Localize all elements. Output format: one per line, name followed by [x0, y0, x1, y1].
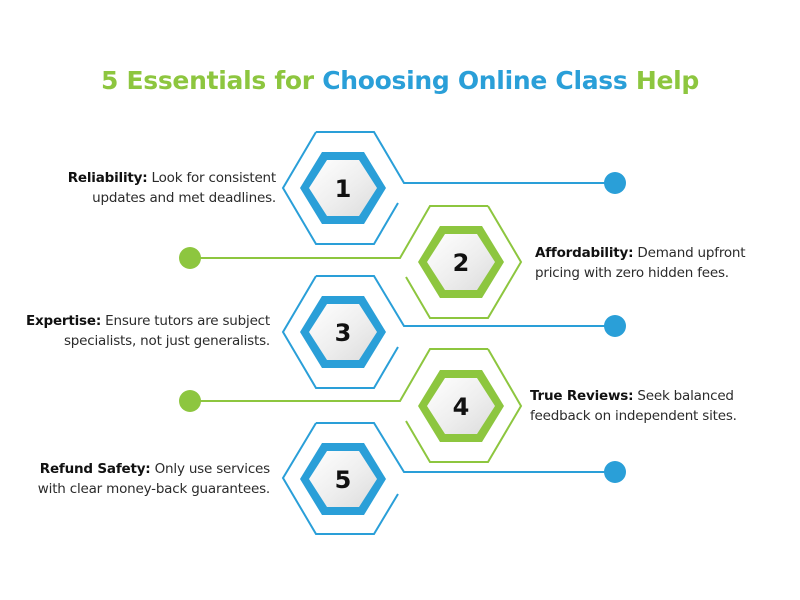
connector-dot-4: [179, 390, 201, 412]
item-5-label: Refund Safety:: [39, 461, 151, 477]
title-part-3: Help: [627, 66, 700, 95]
item-3-text-line2: specialists, not just generalists.: [63, 333, 270, 349]
hexagon-3: 3: [281, 275, 626, 389]
item-1-description: Reliability: Look for consistent updates…: [6, 168, 276, 208]
item-1-text-line1: Look for consistent: [147, 170, 277, 186]
number-3: 3: [335, 319, 352, 347]
item-4-text-line2: feedback on independent sites.: [530, 408, 737, 424]
connector-dot-3: [604, 315, 626, 337]
item-1-label: Reliability:: [67, 170, 148, 186]
hexagon-1: 1: [281, 131, 626, 245]
item-2-label: Affordability:: [535, 245, 634, 261]
item-2-text-line2: pricing with zero hidden fees.: [535, 265, 729, 281]
item-4-label: True Reviews:: [530, 388, 634, 404]
number-4: 4: [453, 393, 470, 421]
item-4-text-line1: Seek balanced: [633, 388, 734, 404]
connector-dot-5: [604, 461, 626, 483]
hexagon-4: 4: [179, 348, 523, 463]
item-1-text-line2: updates and met deadlines.: [92, 190, 276, 206]
hexagon-5: 5: [281, 422, 626, 535]
item-2-text-line1: Demand upfront: [633, 245, 746, 261]
page-title: 5 Essentials for Choosing Online Class H…: [0, 66, 800, 95]
item-2-description: Affordability: Demand upfront pricing wi…: [535, 243, 795, 283]
item-5-text-line1: Only use services: [150, 461, 271, 477]
number-1: 1: [335, 175, 352, 203]
item-3-label: Expertise:: [25, 313, 102, 329]
title-part-2: Choosing Online Class: [322, 66, 628, 95]
item-4-description: True Reviews: Seek balanced feedback on …: [530, 386, 795, 426]
connector-dot-1: [604, 172, 626, 194]
number-5: 5: [335, 466, 352, 494]
item-3-text-line1: Ensure tutors are subject: [101, 313, 270, 329]
item-5-description: Refund Safety: Only use services with cl…: [0, 459, 270, 499]
connector-dot-2: [179, 247, 201, 269]
item-3-description: Expertise: Ensure tutors are subject spe…: [0, 311, 270, 351]
number-2: 2: [453, 249, 470, 277]
hexagon-2: 2: [179, 205, 523, 319]
title-part-1: 5 Essentials for: [100, 66, 323, 95]
item-5-text-line2: with clear money-back guarantees.: [37, 481, 270, 497]
